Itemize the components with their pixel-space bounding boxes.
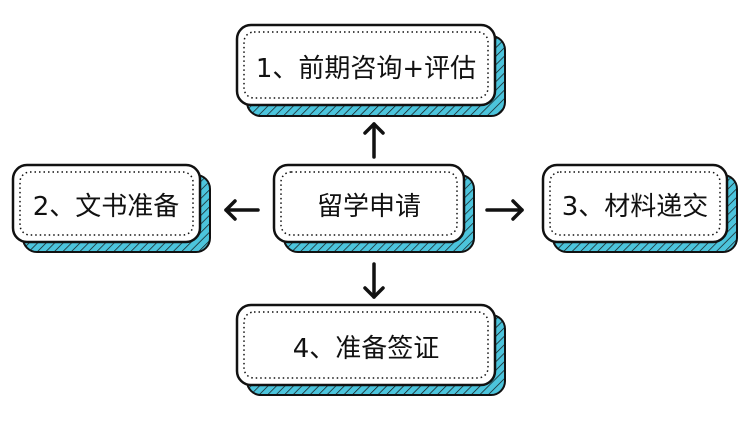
step-4-label: 4、准备签证 — [293, 334, 440, 364]
arrow-left-icon — [224, 199, 260, 221]
step-3-node: 3、材料递交 — [541, 163, 738, 253]
arrow-up-icon — [363, 122, 385, 159]
arrow-down-icon — [363, 262, 385, 299]
step-1-label: 1、前期咨询+评估 — [256, 54, 476, 84]
center-label: 留学申请 — [317, 192, 421, 222]
arrow-right-icon — [485, 199, 524, 221]
step-2-node: 2、文书准备 — [11, 163, 211, 253]
center-node: 留学申请 — [272, 163, 475, 253]
step-2-label: 2、文书准备 — [33, 192, 180, 222]
step-1-node: 1、前期咨询+评估 — [235, 23, 506, 117]
step-3-label: 3、材料递交 — [562, 192, 709, 222]
step-4-node: 4、准备签证 — [235, 303, 506, 396]
